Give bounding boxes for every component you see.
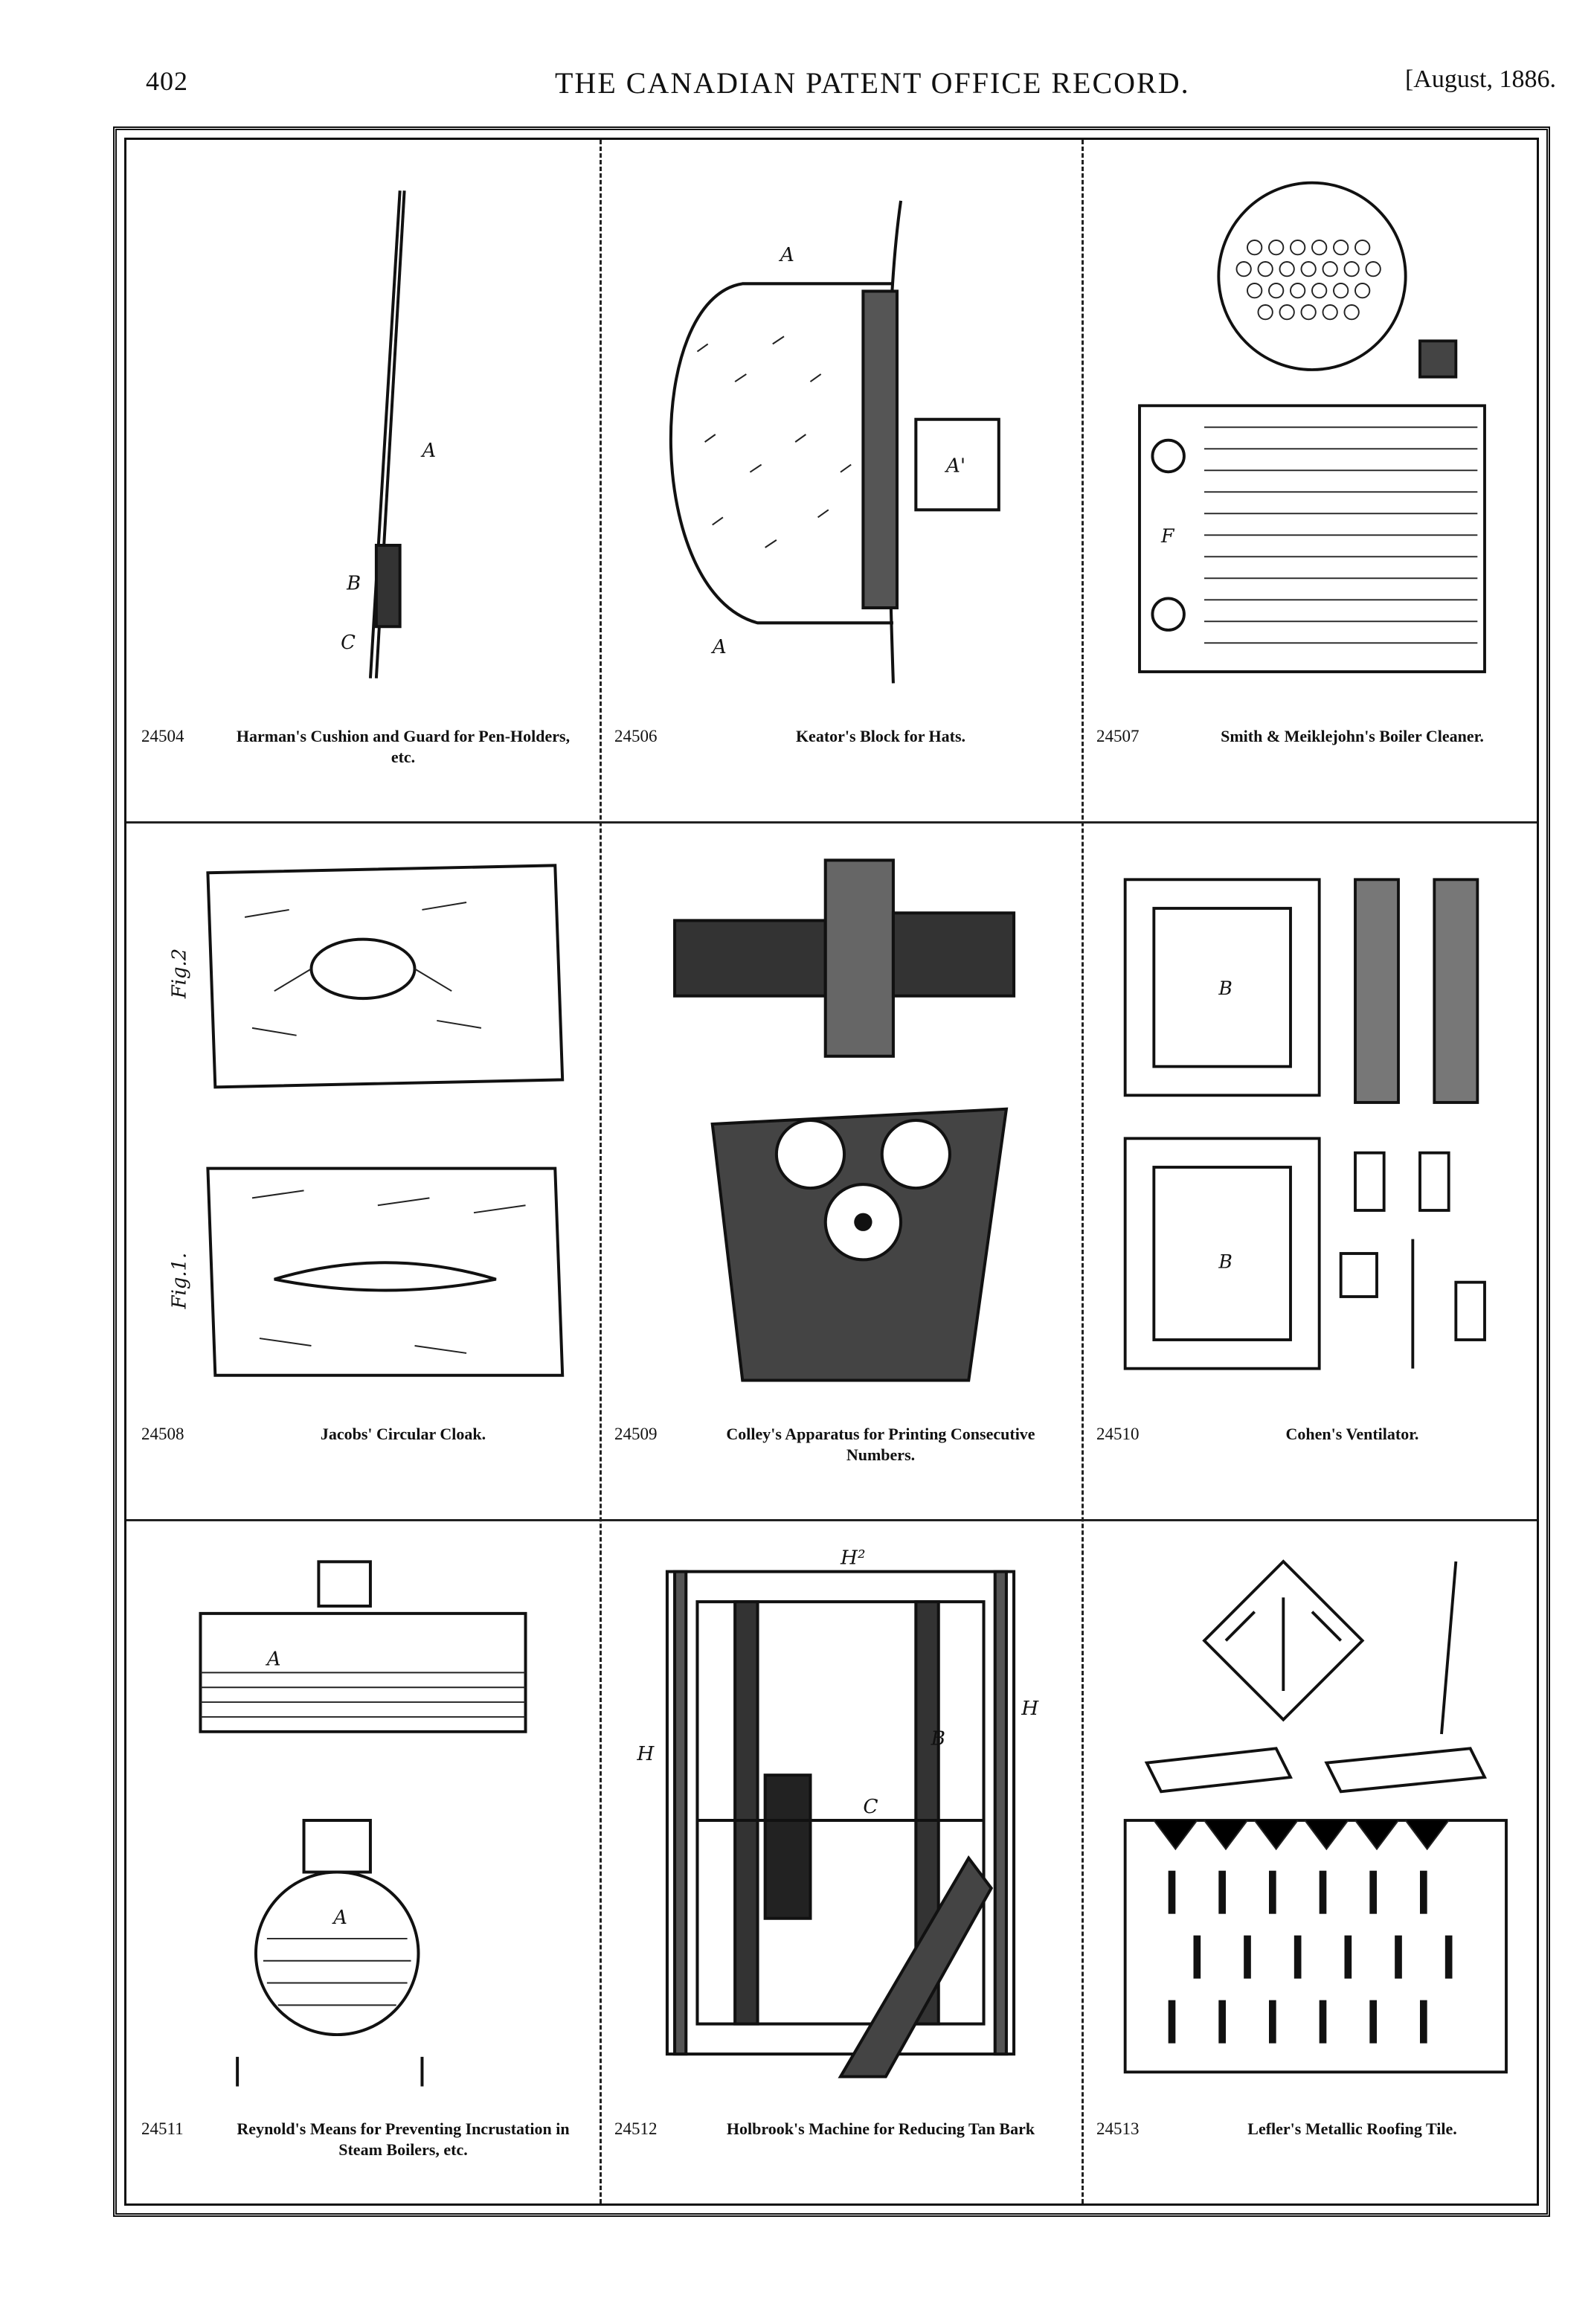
patent-title: Keator's Block for Hats. (795, 727, 966, 745)
patent-caption: 24512 Holbrook's Machine for Reducing Ta… (610, 2119, 1071, 2201)
patent-cell-24507: F 24507 Smith & Meiklejohn's Boiler Clea… (1082, 140, 1543, 821)
fig-2-label: Fig.2 (169, 948, 191, 999)
patent-cell-24506: A A' A 24506 Keator's Block for Hats. (600, 140, 1082, 821)
svg-text:A: A (420, 440, 436, 462)
patent-title: Lefler's Metallic Roofing Tile. (1247, 2119, 1457, 2138)
patent-caption: 24511 Reynold's Means for Preventing Inc… (137, 2119, 589, 2201)
column-divider (1082, 140, 1084, 2203)
boiler-cleaner-drawing: F (1138, 181, 1486, 673)
patent-title: Colley's Apparatus for Printing Consecut… (726, 1425, 1035, 1464)
patent-caption: 24508 Jacobs' Circular Cloak. (137, 1424, 589, 1506)
patent-number: 24509 (614, 1425, 658, 1443)
roofing-tile-drawing (1123, 1559, 1508, 2074)
patent-cell-24510: B B 24510 Cohen's Ventilator. (1082, 821, 1543, 1519)
ventilator-drawing: B B (1123, 878, 1486, 1370)
svg-text:B: B (931, 1728, 945, 1750)
row-divider (126, 1519, 1537, 1521)
svg-text:C: C (341, 632, 356, 654)
journal-title: THE CANADIAN PATENT OFFICE RECORD. (555, 66, 1190, 100)
patent-caption: 24507 Smith & Meiklejohn's Boiler Cleane… (1092, 726, 1532, 808)
patent-cell-24512: H² H H B C 24512 Holbrook's Machine for … (600, 1519, 1082, 2214)
patent-number: 24510 (1096, 1425, 1140, 1443)
patent-number: 24512 (614, 2119, 658, 2138)
patent-caption: 24504 Harman's Cushion and Guard for Pen… (137, 726, 589, 808)
patent-title: Jacobs' Circular Cloak. (320, 1425, 486, 1443)
patent-caption: 24506 Keator's Block for Hats. (610, 726, 1071, 808)
patent-title: Reynold's Means for Preventing Incrustat… (237, 2119, 570, 2159)
svg-text:A: A (266, 1648, 281, 1670)
svg-text:H²: H² (840, 1547, 866, 1569)
patent-number: 24508 (141, 1425, 184, 1443)
page-number: 402 (146, 66, 188, 96)
svg-text:B: B (1218, 1251, 1232, 1272)
column-divider (600, 140, 602, 2203)
patent-title: Cohen's Ventilator. (1285, 1425, 1419, 1443)
hat-block-drawing: A A' A (669, 200, 1000, 684)
running-header: 402 THE CANADIAN PATENT OFFICE RECORD. [… (146, 65, 1556, 110)
patent-cell-24504: A B C 24504 Harman's Cushion and Guard f… (126, 140, 600, 821)
svg-text:H: H (1021, 1698, 1039, 1720)
patent-plate-frame: A B C 24504 Harman's Cushion and Guard f… (113, 126, 1550, 2217)
steam-boiler-incrustation-drawing: A A (199, 1560, 527, 2087)
svg-text:F: F (1160, 525, 1175, 547)
svg-text:B: B (1218, 978, 1232, 999)
patent-number: 24513 (1096, 2119, 1140, 2138)
patent-cell-24509: 24509 Colley's Apparatus for Printing Co… (600, 821, 1082, 1519)
patent-number: 24511 (141, 2119, 184, 2138)
tan-bark-machine-drawing: H² H H B C (636, 1547, 1039, 2079)
numbering-apparatus-drawing (673, 858, 1016, 1382)
svg-text:B: B (346, 573, 361, 595)
patent-cell-24513: 24513 Lefler's Metallic Roofing Tile. (1082, 1519, 1543, 2214)
svg-text:C: C (863, 1796, 878, 1818)
patent-caption: 24510 Cohen's Ventilator. (1092, 1424, 1532, 1506)
issue-date: [August, 1886. (1404, 65, 1556, 93)
patent-number: 24504 (141, 727, 184, 745)
fig-1-label: Fig.1. (169, 1253, 191, 1310)
patent-number: 24507 (1096, 727, 1140, 745)
svg-text:A: A (711, 636, 727, 658)
patent-title: Harman's Cushion and Guard for Pen-Holde… (236, 727, 571, 766)
patent-cell-24508: Fig.2 Fig.1. 24508 Jacobs' Circular Cloa… (126, 821, 600, 1519)
row-divider (126, 821, 1537, 824)
patent-caption: 24509 Colley's Apparatus for Printing Co… (610, 1424, 1071, 1506)
patent-number: 24506 (614, 727, 658, 745)
patent-title: Holbrook's Machine for Reducing Tan Bark (726, 2119, 1035, 2138)
patent-title: Smith & Meiklejohn's Boiler Cleaner. (1221, 727, 1484, 745)
svg-text:A: A (332, 1907, 347, 1929)
pen-holder-guard-drawing: A B C (341, 190, 436, 678)
patent-plate-grid: A B C 24504 Harman's Cushion and Guard f… (124, 138, 1539, 2206)
circular-cloak-drawing: Fig.2 Fig.1. (169, 864, 565, 1377)
svg-text:A': A' (945, 455, 965, 478)
patent-caption: 24513 Lefler's Metallic Roofing Tile. (1092, 2119, 1532, 2201)
svg-text:H: H (636, 1743, 655, 1765)
svg-text:A: A (779, 244, 794, 266)
patent-cell-24511: A A 24511 Reynold's Means for Preventing… (126, 1519, 600, 2214)
